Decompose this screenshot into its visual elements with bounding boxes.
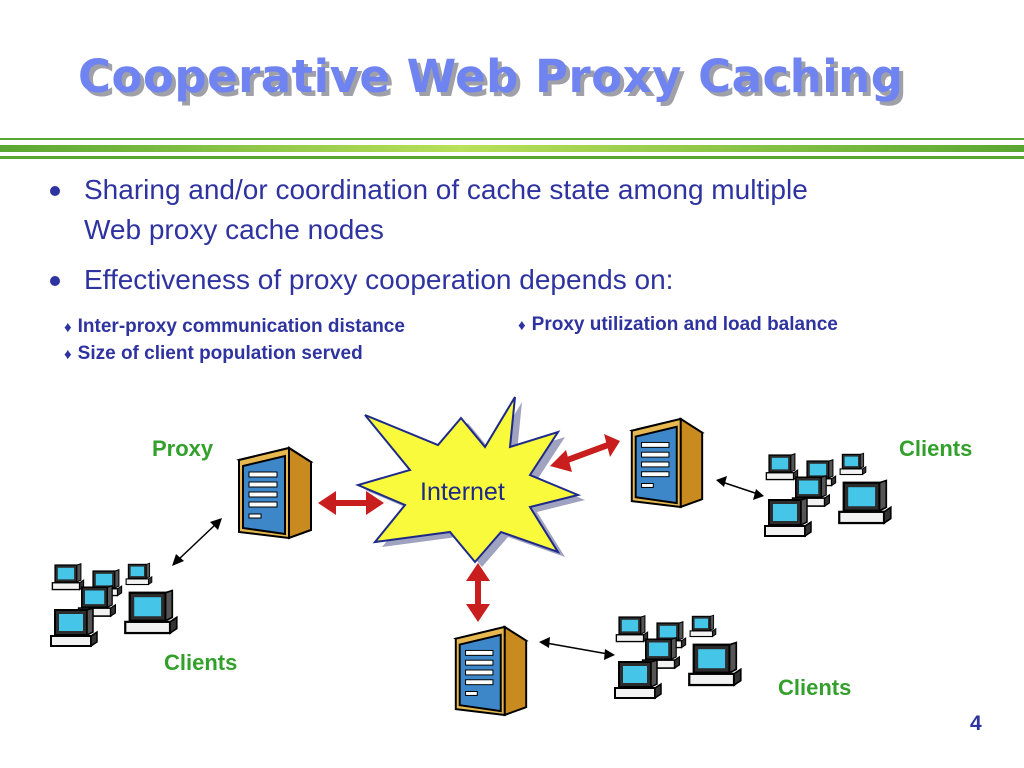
bullet-text: Sharing and/or coordination of cache sta… — [84, 174, 808, 245]
proxy-server-bottom-icon — [454, 625, 528, 716]
diamond-icon: ♦ — [64, 346, 72, 363]
bullet-sharing: Sharing and/or coordination of cache sta… — [42, 170, 1002, 254]
title-divider — [0, 145, 1024, 152]
clients-cluster-right-icon — [765, 453, 891, 536]
clients-cluster-bottom-icon — [615, 615, 741, 698]
page-number: 4 — [970, 712, 982, 735]
sub-bullet-text: Proxy utilization and load balance — [531, 314, 838, 335]
title-divider-bottom — [0, 156, 1024, 159]
arrow-right-clients-link — [716, 476, 764, 500]
clients-cluster-left-icon — [51, 563, 177, 646]
sub-bullet-text: Inter-proxy communication distance — [77, 316, 405, 337]
bullet-dot-icon — [50, 186, 60, 196]
bullet-text: Effectiveness of proxy cooperation depen… — [84, 264, 674, 295]
bullet-effectiveness: Effectiveness of proxy cooperation depen… — [42, 260, 1002, 302]
proxy-server-left-icon — [237, 446, 313, 540]
diamond-icon: ♦ — [518, 317, 526, 334]
bullet-dot-icon — [50, 276, 60, 286]
title-divider-top — [0, 138, 1024, 140]
arrow-left-clients-link — [172, 518, 222, 566]
sub-bullet-utilization: ♦ Proxy utilization and load balance — [518, 314, 838, 336]
proxy-label: Proxy — [152, 436, 214, 461]
internet-burst — [355, 396, 582, 564]
arrow-bottom-clients-link — [539, 637, 615, 660]
diamond-icon: ♦ — [64, 319, 72, 336]
internet-label: Internet — [420, 478, 505, 506]
arrow-left-proxy-link — [318, 491, 384, 515]
clients-label-bottom-right: Clients — [778, 675, 852, 700]
clients-label-bottom-left: Clients — [164, 650, 238, 675]
proxy-server-right-icon — [630, 417, 704, 508]
arrow-right-proxy-link — [550, 434, 620, 472]
clients-label-top-right: Clients — [899, 436, 973, 461]
sub-bullet-text: Size of client population served — [77, 343, 363, 364]
arrow-bottom-proxy-link — [466, 563, 490, 622]
sub-bullet-distance: ♦ Inter-proxy communication distance — [64, 316, 405, 338]
sub-bullet-population: ♦ Size of client population served — [64, 343, 363, 365]
slide-title: Cooperative Web Proxy Caching — [78, 50, 904, 103]
